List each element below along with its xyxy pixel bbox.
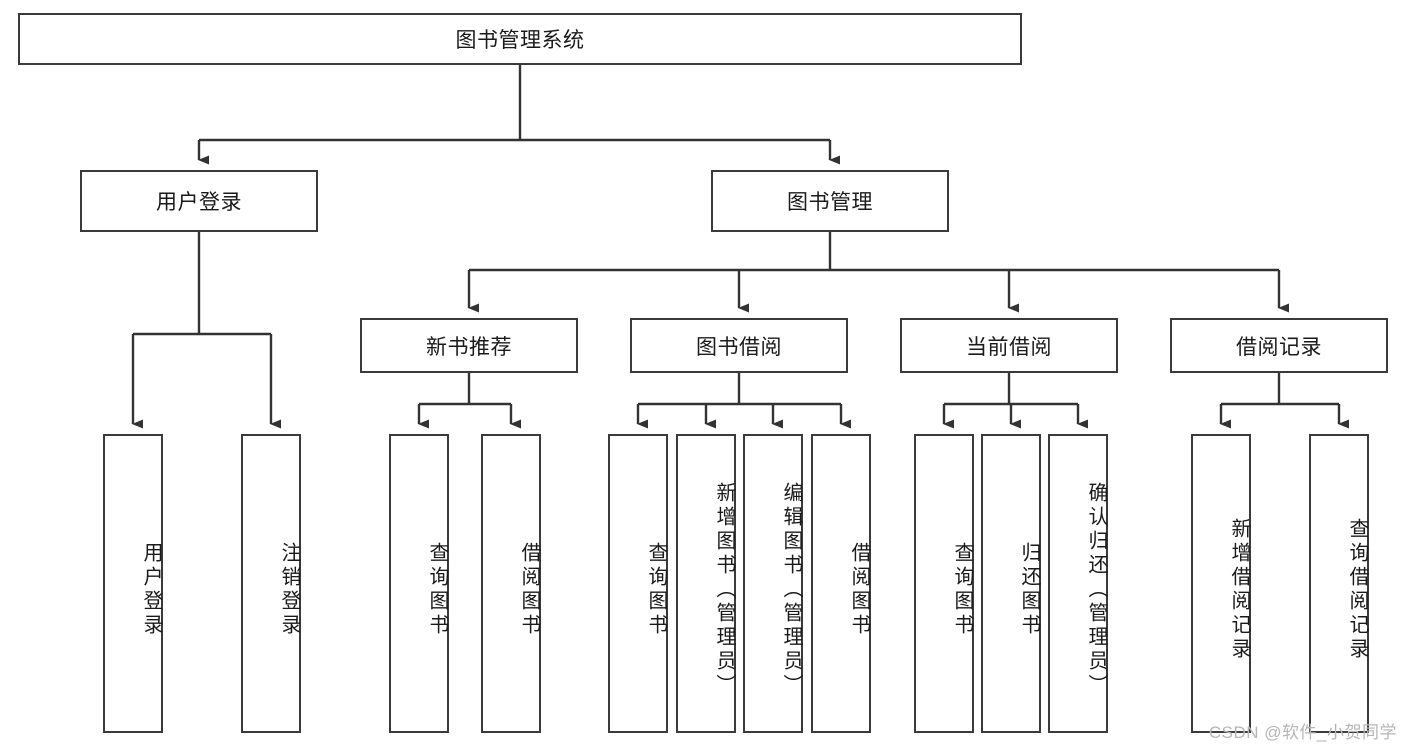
leaf-new-book-borrow[interactable]: 借阅图书 [481, 434, 541, 733]
node-label: 注销登录 [278, 541, 300, 638]
watermark-text: CSDN @软件_小贺同学 [1208, 723, 1397, 742]
leaf-current-borrow-confirm-admin[interactable]: 确认归还（管理员） [1048, 434, 1108, 733]
node-borrow-record[interactable]: 借阅记录 [1170, 318, 1388, 373]
node-label: 查询借阅记录 [1346, 517, 1368, 662]
node-book-borrow[interactable]: 图书借阅 [630, 318, 848, 373]
node-label: 查询图书 [426, 541, 448, 638]
node-label: 编辑图书（管理员） [780, 481, 802, 698]
node-label: 借阅图书 [518, 541, 540, 638]
node-label: 归还图书 [1018, 541, 1040, 638]
leaf-current-borrow-return[interactable]: 归还图书 [981, 434, 1041, 733]
node-label: 当前借阅 [966, 335, 1052, 359]
node-label: 用户登录 [140, 541, 162, 638]
node-label: 确认归还（管理员） [1085, 481, 1107, 698]
node-label: 新增图书（管理员） [713, 481, 735, 698]
node-book-management[interactable]: 图书管理 [711, 170, 949, 232]
node-current-borrow[interactable]: 当前借阅 [900, 318, 1118, 373]
leaf-book-borrow-edit-admin[interactable]: 编辑图书（管理员） [743, 434, 803, 733]
leaf-user-login-login[interactable]: 用户登录 [103, 434, 163, 733]
node-label: 图书管理 [787, 191, 873, 214]
leaf-borrow-record-add[interactable]: 新增借阅记录 [1191, 434, 1251, 733]
leaf-new-book-query[interactable]: 查询图书 [389, 434, 449, 733]
node-label: 新书推荐 [426, 335, 512, 359]
leaf-borrow-record-query[interactable]: 查询借阅记录 [1309, 434, 1369, 733]
node-label: 新增借阅记录 [1228, 517, 1250, 662]
node-label: 查询图书 [645, 541, 667, 638]
node-label: 用户登录 [156, 191, 242, 214]
node-root-book-management-system[interactable]: 图书管理系统 [18, 13, 1022, 65]
leaf-book-borrow-borrow[interactable]: 借阅图书 [811, 434, 871, 733]
leaf-user-login-logout[interactable]: 注销登录 [241, 434, 301, 733]
node-label: 借阅记录 [1236, 335, 1322, 359]
node-label: 图书借阅 [696, 335, 782, 359]
leaf-book-borrow-add-admin[interactable]: 新增图书（管理员） [676, 434, 736, 733]
leaf-book-borrow-query[interactable]: 查询图书 [608, 434, 668, 733]
node-new-book-recommend[interactable]: 新书推荐 [360, 318, 578, 373]
leaf-current-borrow-query[interactable]: 查询图书 [914, 434, 974, 733]
node-user-login[interactable]: 用户登录 [80, 170, 318, 232]
node-label: 借阅图书 [848, 541, 870, 638]
node-label: 图书管理系统 [455, 29, 585, 52]
node-label: 查询图书 [951, 541, 973, 638]
